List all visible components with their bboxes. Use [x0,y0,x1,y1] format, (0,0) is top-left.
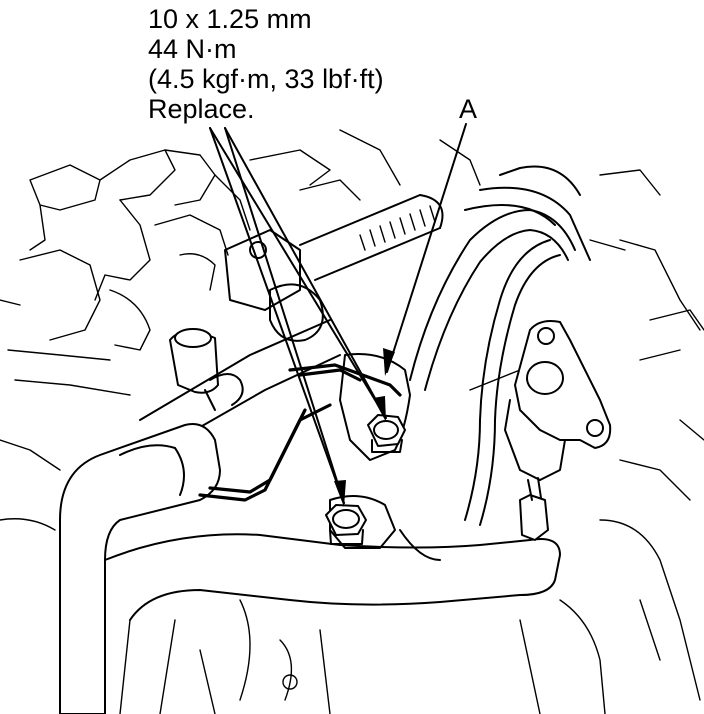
torque-alt: (4.5 kgf·m, 33 lbf·ft) [148,64,384,94]
tensioner-bracket [504,320,612,481]
lower-left-lines [0,439,331,714]
bracket-plate-a [198,363,402,502]
right-engine-outline [519,169,704,714]
threaded-rod [299,194,444,281]
leader-arrowheads [334,348,395,507]
engine-block-outline [0,129,481,396]
upper-bracket [224,229,324,342]
small-fitting [519,477,549,541]
lower-bolt [325,504,367,545]
bolt-size: 10 x 1.25 mm [148,4,312,34]
replace-note: Replace. [148,94,255,124]
pulley-belt [399,165,591,561]
main-hose [59,423,561,714]
leader-lines [209,123,467,504]
bolt-spec-label: 10 x 1.25 mm 44 N·m (4.5 kgf·m, 33 lbf·f… [148,4,384,124]
upper-hose [169,328,219,411]
callout-a-label: A [459,94,478,124]
upper-bolt [367,414,406,453]
torque-nm: 44 N·m [148,34,237,64]
